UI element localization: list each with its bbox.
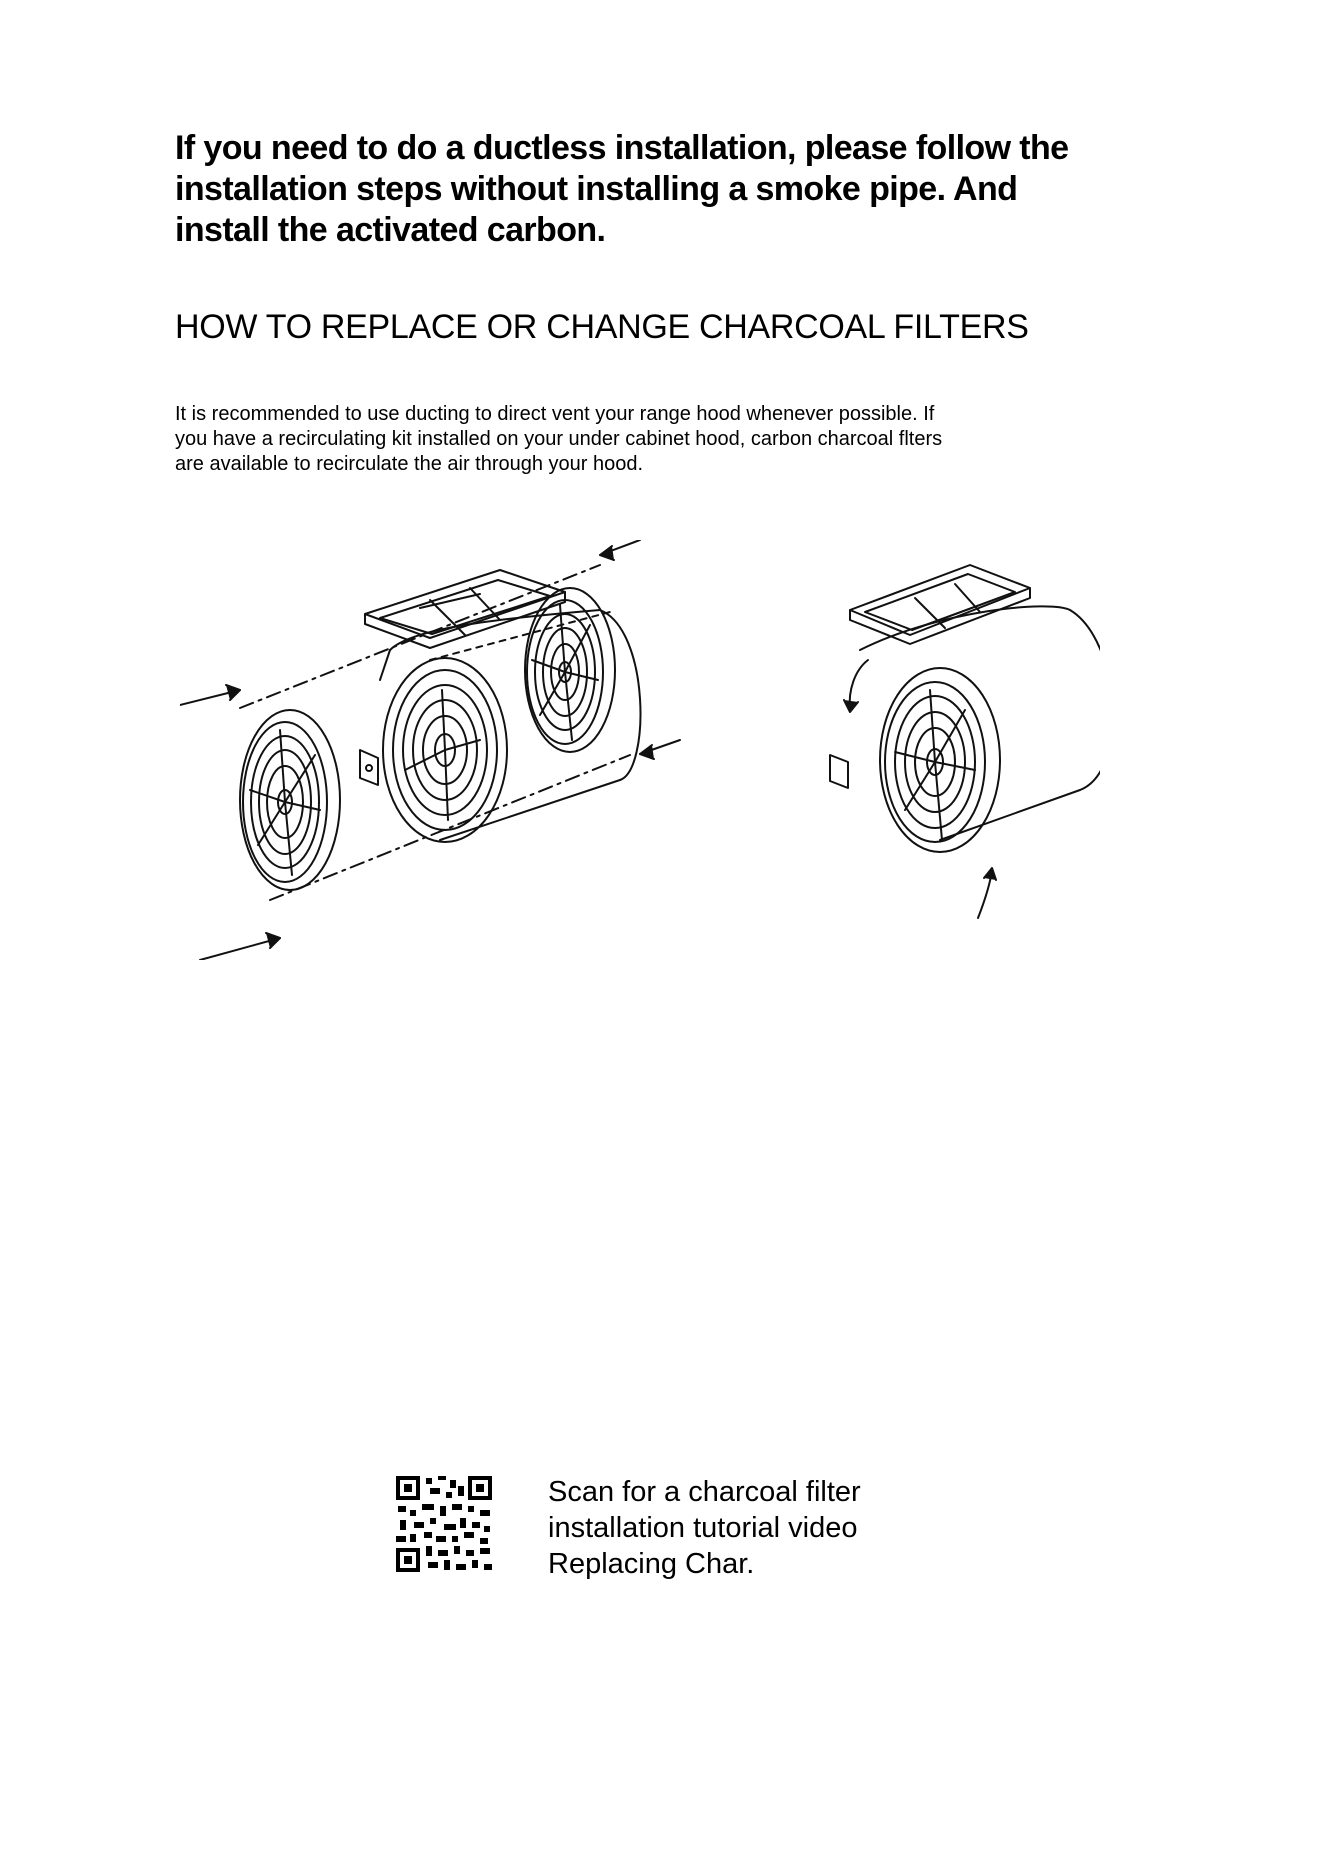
intro-line-2: installation steps without installing a … [175, 170, 1018, 208]
qr-code-icon [396, 1476, 492, 1572]
description-line-1: It is recommended to use ducting to dire… [175, 403, 935, 425]
recirculation-description: It is recommended to use ducting to dire… [175, 402, 1155, 477]
intro-line-1: If you need to do a ductless installatio… [175, 129, 1069, 167]
ductless-installation-note: If you need to do a ductless installatio… [175, 128, 1135, 251]
qr-instruction-text: Scan for a charcoal filter installation … [548, 1474, 861, 1582]
qr-line-2: installation tutorial video [548, 1512, 858, 1544]
section-heading: HOW TO REPLACE OR CHANGE CHARCOAL FILTER… [175, 308, 1029, 346]
description-line-3: are available to recirculate the air thr… [175, 453, 644, 475]
filter-replacement-illustration [180, 540, 1100, 960]
qr-line-1: Scan for a charcoal filter [548, 1476, 861, 1508]
description-line-2: you have a recirculating kit installed o… [175, 428, 943, 450]
blower-assembled-view-icon [829, 564, 1100, 919]
blower-exploded-view-icon [180, 540, 681, 960]
qr-line-3: Replacing Char. [548, 1548, 755, 1580]
intro-line-3: install the activated carbon. [175, 211, 606, 249]
